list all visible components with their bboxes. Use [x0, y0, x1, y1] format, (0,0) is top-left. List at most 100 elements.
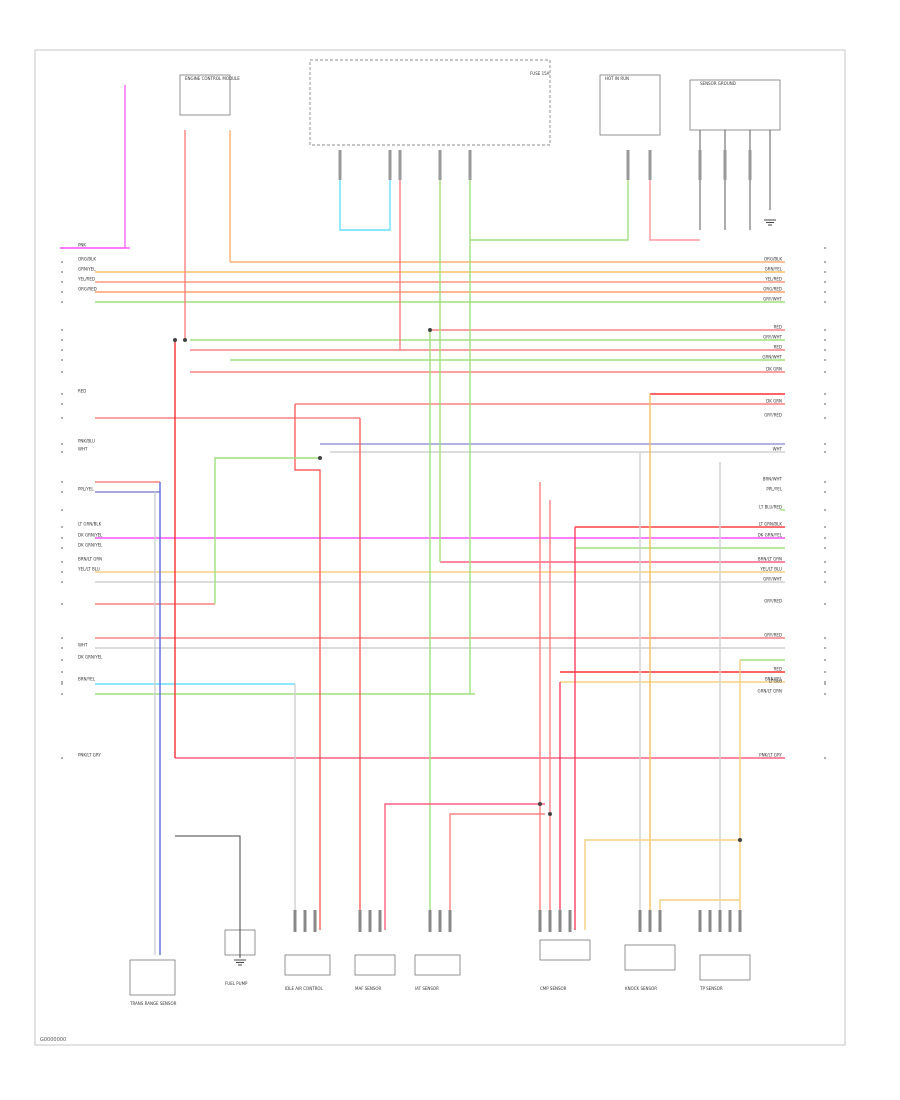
wire-w11: DK GRN: [61, 367, 826, 373]
wire-w30: RED: [61, 667, 826, 673]
wire-left-label: ORG/RED: [78, 287, 97, 292]
component-box: [309, 59, 551, 146]
connector-pin: [728, 910, 732, 932]
row-tick-right: [824, 561, 826, 563]
connector-pin: [718, 910, 722, 932]
wire-right-label: GRN/YEL: [765, 267, 783, 272]
component-label: MAF SENSOR: [355, 986, 382, 991]
row-tick-right: [824, 526, 826, 528]
component-label: ENGINE CONTROL MODULE: [185, 76, 240, 81]
wire-w33: GRN/LT GRN: [61, 689, 826, 695]
wire-right-label: RED: [774, 667, 782, 672]
wire-right-label: GRY/WHT: [763, 577, 782, 582]
row-tick-right: [824, 581, 826, 583]
row-tick-right: [824, 637, 826, 639]
component-label: TP SENSOR: [699, 986, 723, 991]
row-tick-right: [824, 603, 826, 605]
row-tick-right: [824, 537, 826, 539]
connector-pin: [368, 910, 372, 932]
row-tick-left: [61, 451, 63, 453]
wire-right-label: PPL/YEL: [766, 487, 782, 492]
wire-right-label: GRY/RED: [764, 413, 782, 418]
wire-w8: GRY/WHT: [61, 335, 826, 341]
component-box: [414, 954, 461, 976]
row-tick-right: [824, 393, 826, 395]
wire-w26: GRY/RED: [61, 599, 826, 605]
connector-pin: [313, 910, 317, 932]
wire-right-label: DK GRN: [766, 399, 782, 404]
component-c4: SENSOR GROUND: [689, 79, 781, 131]
wire-right-label: ORG/BLK: [764, 257, 782, 262]
wire-w27: GRY/RED: [61, 633, 826, 639]
row-tick-left: [61, 301, 63, 303]
vertical-run-17: [214, 457, 320, 604]
component-box: [354, 954, 396, 976]
vertical-run-1: [60, 85, 126, 249]
row-tick-right: [824, 681, 826, 683]
row-tick-left: [61, 417, 63, 419]
connector-pin: [568, 910, 572, 932]
wire-right-label: PNK/LT GRY: [759, 753, 782, 758]
wire-w22: DK GRN/YEL: [61, 543, 826, 549]
row-tick-right: [824, 301, 826, 303]
row-tick-left: [61, 443, 63, 445]
wire-left-label: LT GRN/BLK: [78, 522, 102, 527]
row-tick-right: [824, 339, 826, 341]
row-tick-right: [824, 329, 826, 331]
row-tick-left: [61, 547, 63, 549]
connector-pin: [448, 910, 452, 932]
connector-pin-top: [748, 150, 752, 180]
wire-right-label: YEL/RED: [764, 277, 782, 282]
vertical-run-13: [649, 150, 700, 241]
connector-pin: [303, 910, 307, 932]
row-tick-left: [61, 757, 63, 759]
wire-right-label: GRY/WHT: [763, 297, 782, 302]
wire-left-label: DK GRN/YEL: [78, 543, 103, 548]
wire-left-label: PNK/BLU: [78, 439, 95, 444]
component-c7: IDLE AIR CONTROL: [284, 954, 331, 991]
component-label: SENSOR GROUND: [700, 81, 736, 86]
component-label: FUEL PUMP: [225, 981, 248, 986]
wire-w1: PNK: [60, 243, 826, 249]
wire-right-label: BRN/WHT: [763, 477, 783, 482]
row-tick-right: [824, 671, 826, 673]
row-tick-right: [824, 547, 826, 549]
wire-left-label: DK GRN/YEL: [78, 655, 103, 660]
connector-pin: [438, 910, 442, 932]
component-label: IDLE AIR CONTROL: [285, 986, 324, 991]
row-tick-left: [61, 349, 63, 351]
row-tick-left: [61, 571, 63, 573]
connector-pin: [558, 910, 562, 932]
splice-dot: [428, 328, 432, 332]
row-tick-right: [824, 647, 826, 649]
row-tick-left: [61, 603, 63, 605]
row-tick-right: [824, 281, 826, 283]
wire-w29: DK GRN/YEL: [61, 655, 826, 661]
component-box: [599, 74, 661, 136]
row-tick-right: [824, 247, 826, 249]
row-tick-right: [824, 443, 826, 445]
row-tick-left: [61, 659, 63, 661]
component-label: KNOCK SENSOR: [625, 986, 657, 991]
row-tick-right: [824, 683, 826, 685]
wire-right-label: GRN/WHT: [762, 355, 782, 360]
row-tick-left: [61, 271, 63, 273]
row-tick-left: [61, 681, 63, 683]
row-tick-left: [61, 339, 63, 341]
component-c10: CMP SENSOR: [539, 939, 591, 991]
wire-right-label: GRY/RED: [764, 599, 782, 604]
wire-w15: PNK/BLU: [61, 439, 826, 445]
wire-right-label: DK GRN/YEL: [758, 533, 783, 538]
wire-right-label: RED: [774, 345, 782, 350]
wire-left-label: YEL/LT BLU: [77, 567, 100, 572]
component-box: [699, 954, 751, 981]
component-c8: MAF SENSOR: [354, 954, 396, 991]
